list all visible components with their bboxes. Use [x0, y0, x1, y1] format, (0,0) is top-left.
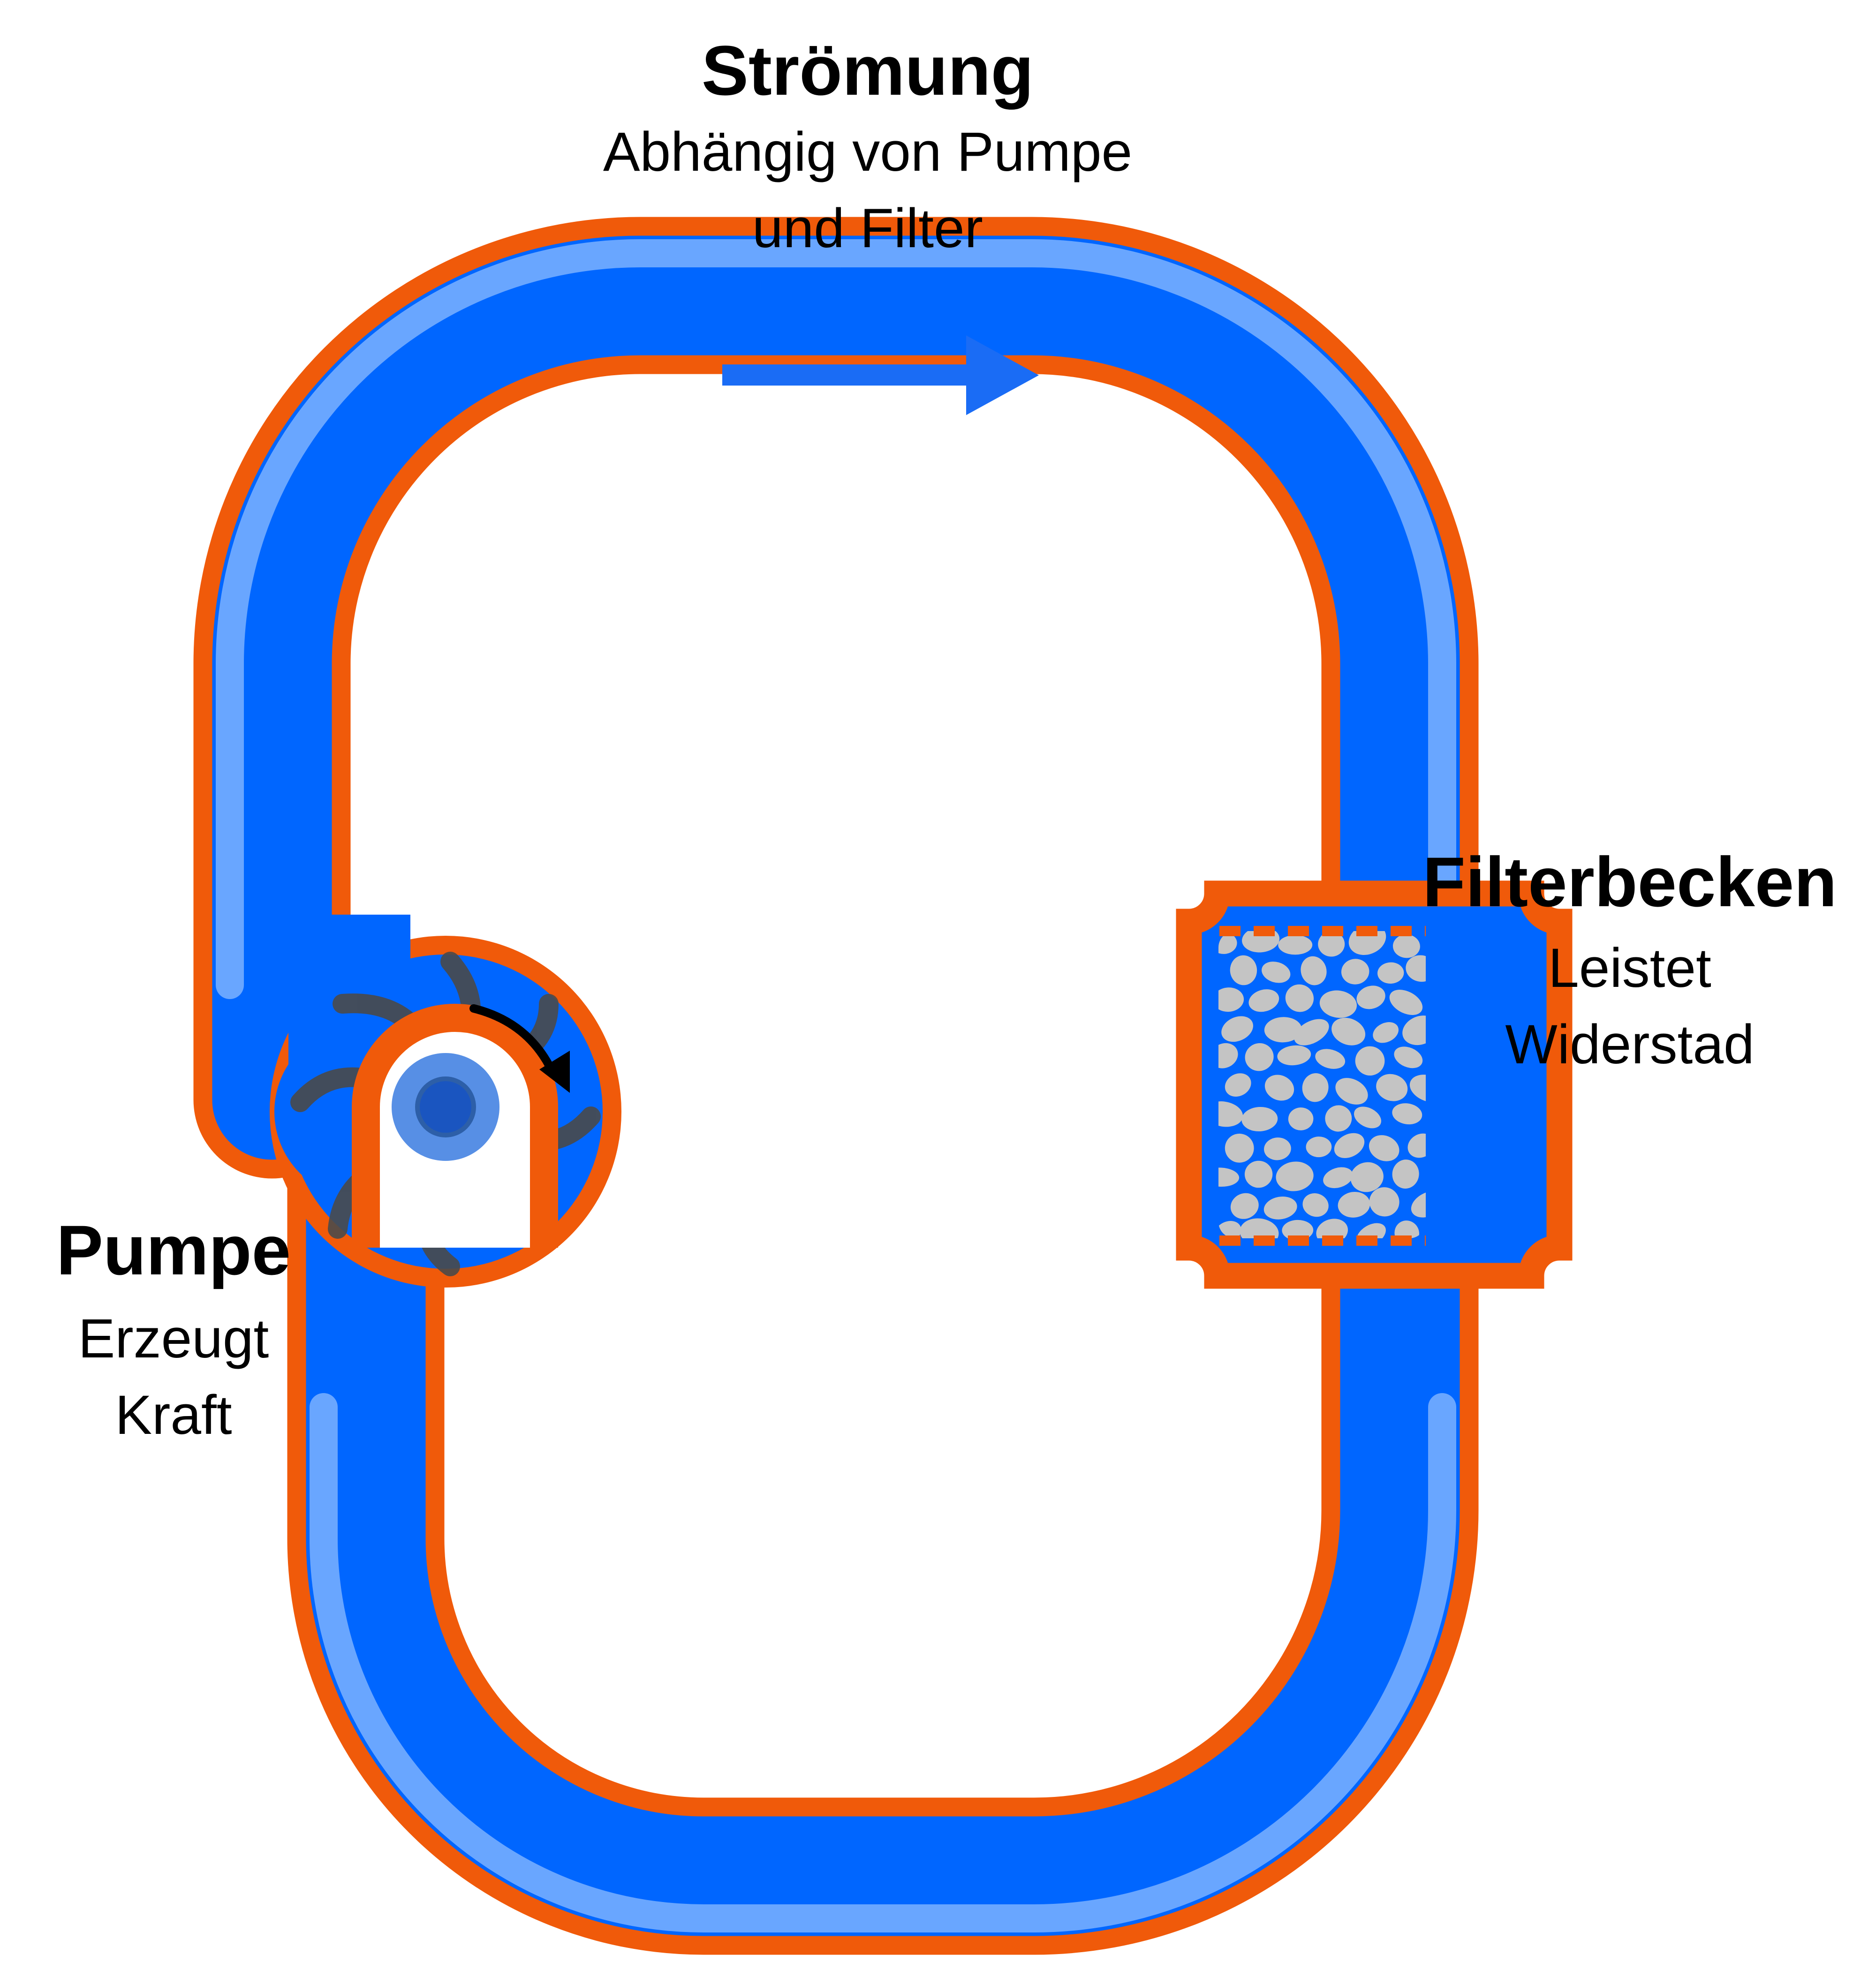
pebble	[1240, 1218, 1279, 1238]
pebble	[1264, 1017, 1302, 1043]
filter-title: Filterbecken	[1422, 842, 1837, 921]
pebble	[1392, 1103, 1422, 1125]
pebble	[1402, 1015, 1426, 1046]
filter-label: Filterbecken Leistet Widerstad	[1384, 847, 1876, 1072]
pebble	[1285, 984, 1314, 1012]
pebble	[1406, 955, 1426, 982]
gear-icon	[392, 1053, 499, 1161]
pebble	[1230, 1193, 1259, 1219]
pebble	[1278, 935, 1313, 955]
pebble	[1331, 1017, 1366, 1046]
pebble	[1218, 1043, 1238, 1068]
upper-pipe-water	[212, 235, 1460, 1280]
pebble	[1389, 990, 1423, 1015]
pebble	[1392, 934, 1420, 958]
pebble	[1276, 1161, 1314, 1191]
pebble	[1318, 932, 1345, 957]
pebble	[1262, 962, 1291, 983]
pebble	[1294, 1019, 1329, 1046]
pebble	[1288, 1107, 1314, 1130]
pebble	[1218, 987, 1244, 1012]
pebble	[1392, 1159, 1419, 1189]
pebble	[1334, 1133, 1365, 1159]
pebble	[1221, 1016, 1253, 1042]
filter-line-1: Leistet	[1548, 937, 1711, 999]
pebble	[1335, 1078, 1368, 1105]
right-arrow-icon	[722, 335, 1039, 415]
pebble	[1302, 1193, 1329, 1217]
flow-title: Strömung	[701, 31, 1034, 110]
pebble	[1338, 1191, 1370, 1218]
pump-title: Pumpe	[56, 1211, 291, 1289]
pebble	[1218, 932, 1237, 954]
pebble	[1230, 955, 1257, 985]
pebble	[1315, 1049, 1346, 1069]
pump-line-2: Kraft	[115, 1384, 232, 1446]
pebble	[1409, 1075, 1426, 1103]
pebble	[1225, 1073, 1251, 1097]
pebble	[1407, 1133, 1426, 1158]
pebble	[1319, 990, 1357, 1018]
pebble	[1218, 1101, 1243, 1127]
lower-pipe-water	[306, 1066, 1460, 1936]
pebble	[1394, 1220, 1420, 1238]
pebble	[1244, 1160, 1273, 1188]
filter-line-2: Widerstad	[1505, 1014, 1755, 1076]
pebble	[1323, 1167, 1353, 1189]
clockwise-arrow-icon	[469, 1004, 570, 1093]
pebble	[1350, 1162, 1384, 1192]
pebble	[1369, 1135, 1399, 1161]
pebble	[1376, 1074, 1408, 1101]
lower-pipe-highlight	[310, 1393, 1456, 1932]
filter-chamber	[1176, 880, 1573, 1289]
pebble	[1325, 1105, 1352, 1132]
pebble	[1277, 1045, 1311, 1066]
pebble	[1218, 1167, 1240, 1187]
pebble	[1394, 1046, 1423, 1068]
pebble	[1248, 989, 1279, 1012]
pump-label: Pumpe Erzeugt Kraft	[28, 1215, 319, 1443]
flow-line-1: Abhängig von Pumpe	[603, 121, 1133, 183]
pump-line-1: Erzeugt	[78, 1308, 269, 1370]
pebble	[1354, 1106, 1382, 1129]
filter-pebbles	[1218, 931, 1426, 1238]
pebble	[1355, 1046, 1385, 1076]
pebble	[1264, 1075, 1294, 1101]
pebble	[1377, 962, 1404, 984]
pebble	[1301, 956, 1327, 985]
upper-pipe-highlight	[216, 239, 1456, 999]
pebble	[1263, 1196, 1297, 1220]
pebble	[1341, 959, 1369, 985]
pebble	[1241, 1106, 1278, 1132]
pebble	[1356, 1223, 1386, 1238]
pebble	[1369, 1187, 1399, 1217]
pebble	[1245, 1043, 1274, 1071]
pebble	[1264, 1137, 1291, 1160]
pebble	[1282, 1220, 1314, 1238]
pebble	[1306, 1137, 1332, 1158]
pebble	[1411, 1190, 1426, 1218]
pebble	[1302, 1073, 1329, 1102]
flow-line-2: und Filter	[752, 197, 983, 259]
pebble	[1373, 1022, 1399, 1043]
pebble	[1356, 985, 1385, 1009]
pebble	[1225, 1133, 1254, 1163]
flow-label: Strömung Abhängig von Pumpe und Filter	[469, 35, 1266, 256]
